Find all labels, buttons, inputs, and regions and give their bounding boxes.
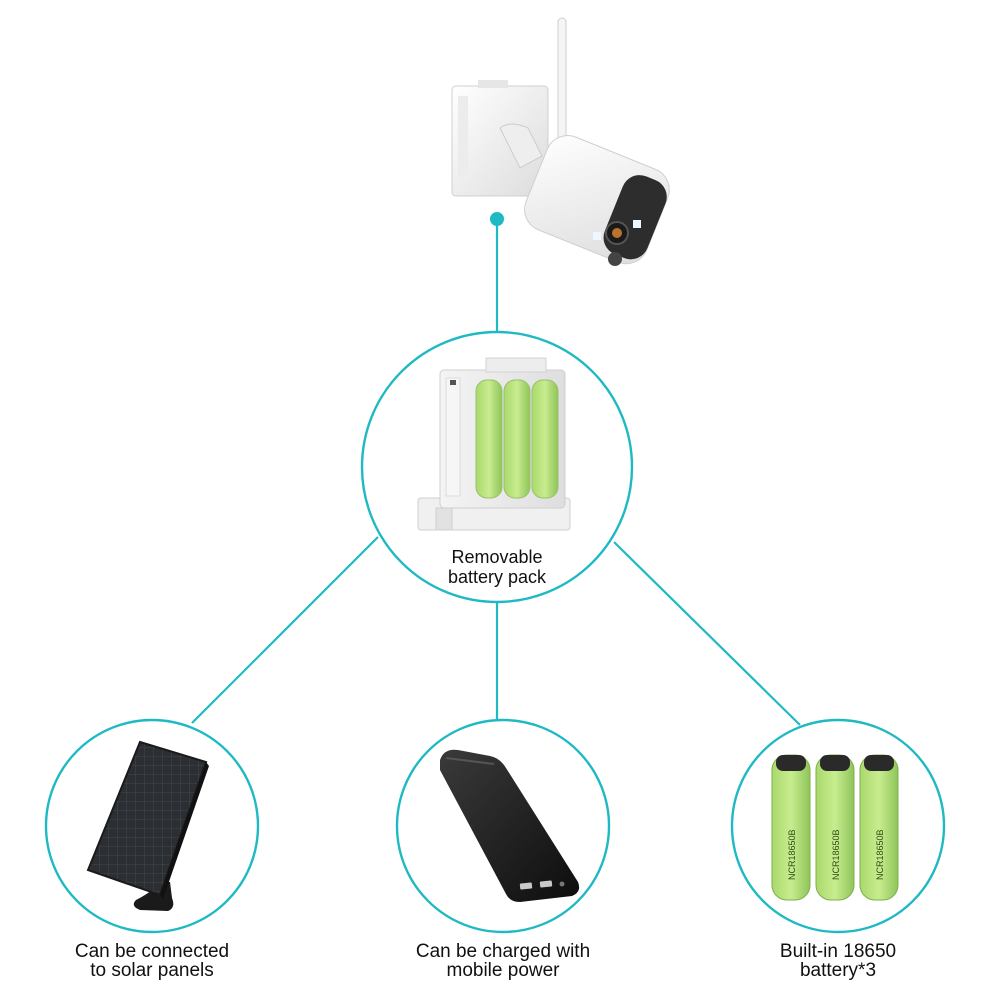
powerbank-caption-line1: Can be charged with: [415, 941, 591, 962]
solar-caption-line1: Can be connected: [74, 941, 230, 962]
cell-3: NCR18650B: [859, 754, 899, 901]
cell-2-print: NCR18650B: [831, 829, 841, 880]
cell-1-print: NCR18650B: [787, 829, 797, 880]
cells-caption-line1: Built-in 18650: [779, 941, 897, 962]
solar-caption: Can be connected to solar panels: [52, 942, 252, 980]
cell-2: NCR18650B: [815, 754, 855, 901]
connector-lines: [191, 220, 801, 726]
cell-3-print: NCR18650B: [875, 829, 885, 880]
18650-cells-icon: NCR18650B NCR18650B NCR18650B: [771, 754, 899, 901]
camera-connector-dot: [490, 212, 504, 226]
battery-pack-label: Removable battery pack: [448, 547, 547, 587]
cell-1: NCR18650B: [771, 754, 811, 901]
solar-panel-icon: [86, 740, 209, 911]
solar-connector-line: [191, 536, 379, 724]
cells-caption: Built-in 18650 battery*3: [748, 942, 928, 980]
powerbank-caption-line2: mobile power: [446, 960, 560, 981]
cells-connector-line: [613, 541, 801, 726]
solar-caption-line2: to solar panels: [90, 960, 214, 981]
battery-pack-icon: [417, 357, 571, 531]
power-bank-icon: [440, 749, 580, 902]
powerbank-caption: Can be charged with mobile power: [393, 942, 613, 980]
cells-caption-line2: battery*3: [799, 960, 877, 981]
security-camera-icon: [451, 17, 670, 266]
battery-pack-label-line2: battery pack: [448, 567, 547, 587]
battery-pack-label-line1: Removable: [451, 547, 542, 567]
